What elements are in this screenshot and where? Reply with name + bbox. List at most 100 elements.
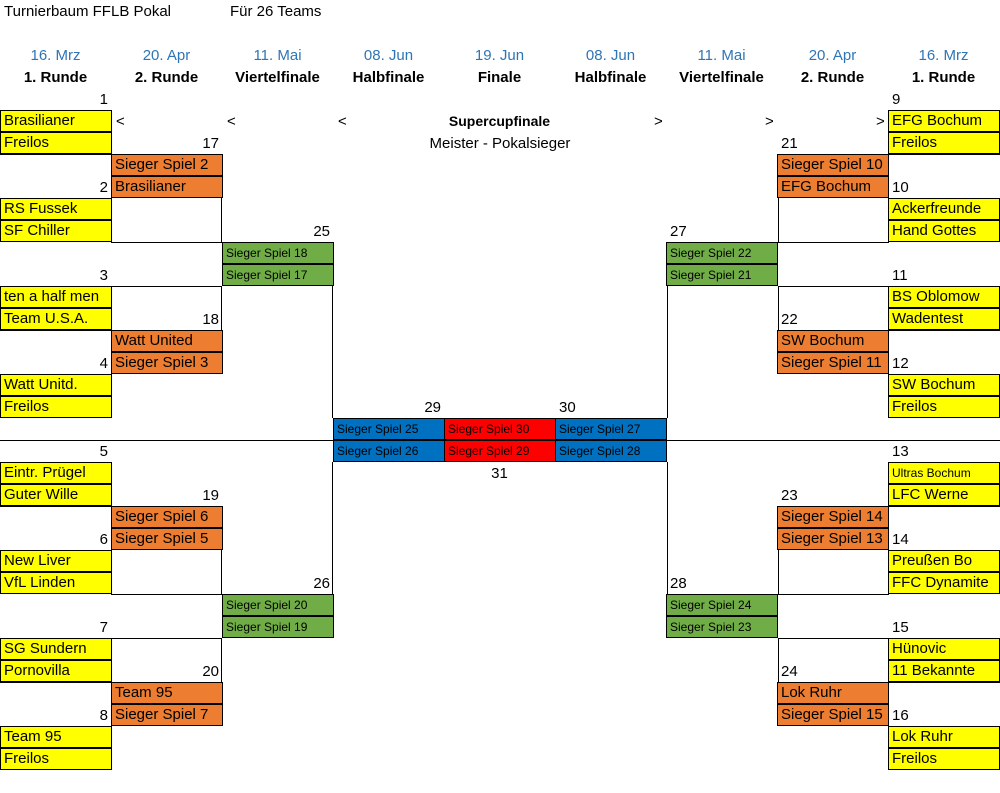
connector-line bbox=[667, 286, 668, 418]
team-slot: New Liver bbox=[0, 550, 112, 572]
connector-line bbox=[111, 286, 222, 287]
left-arrow: < bbox=[338, 113, 347, 130]
connector-line bbox=[111, 242, 222, 243]
team-slot: Sieger Spiel 25 bbox=[333, 418, 445, 440]
connector-line bbox=[889, 506, 1000, 507]
team-slot: Preußen Bo bbox=[888, 550, 1000, 572]
team-slot: Eintr. Prügel bbox=[0, 462, 112, 484]
team-slot: ten a half men bbox=[0, 286, 112, 308]
match-number: 13 bbox=[892, 443, 909, 460]
right-arrow: > bbox=[654, 113, 663, 130]
team-slot: EFG Bochum bbox=[777, 176, 889, 198]
team-slot: VfL Linden bbox=[0, 572, 112, 594]
connector-line bbox=[111, 594, 222, 595]
team-slot: Sieger Spiel 15 bbox=[777, 704, 889, 726]
connector-line bbox=[889, 154, 1000, 155]
column-date: 16. Mrz bbox=[918, 47, 969, 64]
connector-line bbox=[889, 330, 1000, 331]
team-slot: Sieger Spiel 28 bbox=[555, 440, 667, 462]
team-slot: Sieger Spiel 11 bbox=[777, 352, 889, 374]
column-date: 11. Mai bbox=[253, 47, 302, 64]
team-slot: Sieger Spiel 24 bbox=[666, 594, 778, 616]
team-slot: Guter Wille bbox=[0, 484, 112, 506]
team-slot: Sieger Spiel 19 bbox=[222, 616, 334, 638]
match-number: 30 bbox=[559, 399, 576, 416]
match-number: 4 bbox=[99, 355, 108, 372]
team-slot: Pornovilla bbox=[0, 660, 112, 682]
team-slot: Sieger Spiel 23 bbox=[666, 616, 778, 638]
connector-line bbox=[778, 550, 779, 594]
team-slot: Sieger Spiel 29 bbox=[444, 440, 556, 462]
team-slot: SW Bochum bbox=[888, 374, 1000, 396]
column-date: 20. Apr bbox=[142, 47, 191, 64]
team-slot: Sieger Spiel 30 bbox=[444, 418, 556, 440]
match-number: 12 bbox=[892, 355, 909, 372]
right-arrow: > bbox=[876, 113, 885, 130]
connector-line bbox=[221, 286, 222, 330]
team-slot: Freilos bbox=[0, 132, 112, 154]
match-number: 5 bbox=[99, 443, 108, 460]
connector-line bbox=[221, 198, 222, 242]
column-round: Finale bbox=[477, 69, 522, 86]
left-arrow: < bbox=[227, 113, 236, 130]
team-slot: Lok Ruhr bbox=[777, 682, 889, 704]
column-round: 1. Runde bbox=[23, 69, 88, 86]
team-slot: Freilos bbox=[0, 748, 112, 770]
match-number: 28 bbox=[670, 575, 687, 592]
team-slot: FFC Dynamite bbox=[888, 572, 1000, 594]
team-slot: Sieger Spiel 17 bbox=[222, 264, 334, 286]
team-slot: Freilos bbox=[888, 132, 1000, 154]
team-slot: Watt United bbox=[111, 330, 223, 352]
column-round: Viertelfinale bbox=[235, 69, 320, 86]
team-slot: SF Chiller bbox=[0, 220, 112, 242]
connector-line bbox=[778, 286, 779, 330]
connector-line bbox=[778, 638, 889, 639]
connector-line bbox=[0, 682, 111, 683]
match-number: 19 bbox=[202, 487, 219, 504]
match-number: 18 bbox=[202, 311, 219, 328]
team-slot: Sieger Spiel 7 bbox=[111, 704, 223, 726]
column-round: 2. Runde bbox=[800, 69, 865, 86]
match-number: 6 bbox=[99, 531, 108, 548]
connector-line bbox=[0, 330, 111, 331]
team-slot: Lok Ruhr bbox=[888, 726, 1000, 748]
team-slot: Freilos bbox=[888, 748, 1000, 770]
match-number: 17 bbox=[202, 135, 219, 152]
team-slot: EFG Bochum bbox=[888, 110, 1000, 132]
connector-line bbox=[778, 594, 889, 595]
connector-line bbox=[778, 198, 779, 242]
team-slot: Brasilianer bbox=[111, 176, 223, 198]
connector-line bbox=[0, 154, 111, 155]
connector-line bbox=[778, 242, 889, 243]
connector-line bbox=[332, 286, 333, 418]
team-slot: LFC Werne bbox=[888, 484, 1000, 506]
connector-line bbox=[221, 638, 222, 682]
team-slot: Hünovic bbox=[888, 638, 1000, 660]
team-slot: Ultras Bochum bbox=[888, 462, 1000, 484]
column-round: 2. Runde bbox=[134, 69, 199, 86]
connector-line bbox=[111, 638, 222, 639]
team-slot: Watt Unitd. bbox=[0, 374, 112, 396]
sheet-title: Turnierbaum FFLB Pokal bbox=[4, 3, 172, 20]
left-arrow: < bbox=[116, 113, 125, 130]
supercup-title: Supercupfinale bbox=[448, 113, 551, 129]
connector-line bbox=[889, 682, 1000, 683]
column-date: 08. Jun bbox=[363, 47, 414, 64]
connector-line bbox=[332, 462, 333, 594]
match-number: 10 bbox=[892, 179, 909, 196]
supercup-subtitle: Meister - Pokalsieger bbox=[429, 135, 571, 152]
match-number: 21 bbox=[781, 135, 798, 152]
connector-line bbox=[221, 550, 222, 594]
connector-line bbox=[667, 462, 668, 594]
team-slot: Sieger Spiel 14 bbox=[777, 506, 889, 528]
team-slot: Sieger Spiel 5 bbox=[111, 528, 223, 550]
team-slot: SG Sundern bbox=[0, 638, 112, 660]
team-slot: Brasilianer bbox=[0, 110, 112, 132]
team-slot: Sieger Spiel 22 bbox=[666, 242, 778, 264]
team-slot: Sieger Spiel 10 bbox=[777, 154, 889, 176]
team-slot: Team 95 bbox=[0, 726, 112, 748]
team-slot: Team 95 bbox=[111, 682, 223, 704]
column-date: 20. Apr bbox=[808, 47, 857, 64]
team-slot: Sieger Spiel 27 bbox=[555, 418, 667, 440]
team-slot: Wadentest bbox=[888, 308, 1000, 330]
